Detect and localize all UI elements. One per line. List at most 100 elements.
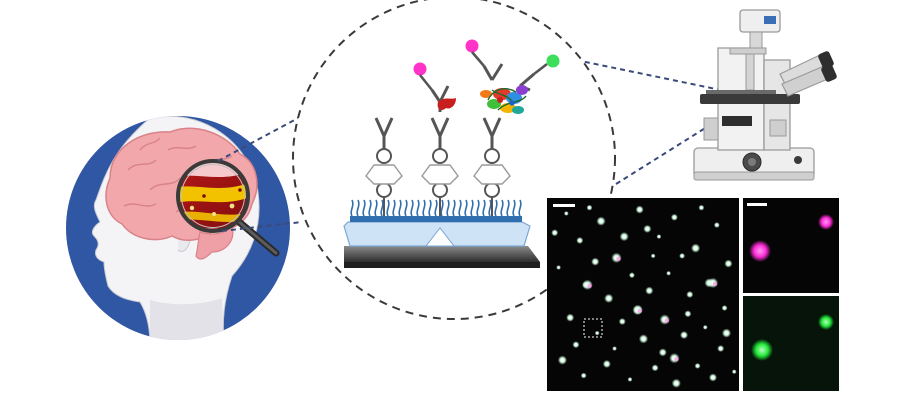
- surface-linker: [434, 199, 438, 217]
- magenta-spot-small: [818, 214, 834, 230]
- surface-linker: [518, 199, 522, 217]
- surface-linker: [368, 199, 372, 217]
- fluorescent-spot: [604, 293, 614, 303]
- surface-linker: [464, 199, 468, 217]
- fluorescent-spot: [566, 313, 575, 322]
- linker-ring-lower: [432, 182, 448, 198]
- dye-green: [546, 54, 560, 68]
- fluorescent-spot: [643, 224, 652, 233]
- fluorescent-spot: [658, 348, 667, 357]
- fluorescent-spot: [612, 346, 617, 351]
- detection-complex-right: [465, 39, 560, 114]
- fluorescence-panel: [547, 198, 839, 391]
- connector-head-to-assay-bottom: [221, 221, 303, 232]
- magenta-spot-large: [749, 240, 771, 262]
- surface-linker: [446, 199, 450, 217]
- colocalized-magenta-tint: [712, 281, 718, 287]
- assay-zoom-panel: [292, 0, 616, 320]
- capture-column-1: [365, 117, 403, 216]
- connector-head-to-assay-top: [217, 115, 303, 162]
- fluorescent-spot: [628, 272, 635, 279]
- fluorescent-spot: [666, 270, 671, 276]
- fluorescent-spot: [679, 330, 689, 340]
- surface-layer: [350, 216, 522, 222]
- green-spot-small: [818, 314, 834, 330]
- fluorescent-spot: [679, 252, 686, 259]
- surface-linker: [392, 199, 396, 217]
- surface-linker: [500, 199, 504, 217]
- fluorescent-spot: [645, 286, 654, 295]
- colocalized-magenta-tint: [637, 308, 642, 314]
- capture-antibody: [374, 117, 394, 149]
- fluorescent-spot: [686, 291, 694, 298]
- surface-linker: [380, 199, 384, 217]
- surface-linker: [422, 199, 426, 217]
- connector-assay-to-microscope-top: [575, 59, 741, 95]
- fluorescent-spot: [586, 204, 593, 211]
- streptavidin-hexagon: [365, 164, 403, 185]
- surface-linker: [470, 199, 474, 217]
- colocalized-magenta-tint: [664, 318, 669, 323]
- fluorescent-spot: [650, 253, 656, 259]
- linker-ring-upper: [432, 148, 448, 164]
- linker-ring-upper: [376, 148, 392, 164]
- surface-linker: [374, 199, 378, 217]
- fluorescent-spot: [563, 211, 569, 216]
- fluorescent-spot: [721, 328, 732, 338]
- dye-magenta-left: [413, 62, 427, 76]
- surface-linker: [458, 199, 462, 217]
- zoom-connector-lines: [217, 59, 741, 232]
- fluorescent-spot: [721, 305, 728, 311]
- linker-ring-upper: [484, 148, 500, 164]
- streptavidin-hexagon: [473, 164, 511, 185]
- surface-linker: [362, 199, 366, 217]
- inset-scale-bar: [747, 203, 767, 206]
- fluorescent-spot: [671, 378, 681, 388]
- fluorescent-spot: [684, 310, 692, 318]
- surface-linker-brush: [350, 199, 522, 217]
- magnifier-lens-rim: [176, 159, 250, 233]
- fluorescent-spot: [713, 222, 720, 228]
- surface-linker: [482, 199, 486, 217]
- surface-linker: [350, 199, 354, 217]
- surface-linker: [452, 199, 456, 217]
- surface-linker: [494, 199, 498, 217]
- capture-antibody: [482, 117, 502, 149]
- fluorescent-spot: [580, 372, 587, 379]
- capture-column-3: [473, 117, 511, 216]
- surface-linker: [404, 199, 408, 217]
- surface-linker: [410, 199, 414, 217]
- fluorescence-spots: [551, 204, 737, 388]
- fluorescent-spot: [594, 330, 600, 336]
- surface-linker: [512, 199, 516, 217]
- head-panel: [66, 116, 290, 340]
- fluorescent-spot: [638, 334, 649, 344]
- prism-notch: [424, 227, 456, 247]
- linker-ring-lower: [484, 182, 500, 198]
- dye-magenta-right: [465, 39, 479, 53]
- zoom-selection-box: [583, 318, 603, 338]
- fluorescent-spot: [651, 364, 659, 372]
- streptavidin-hexagon: [421, 164, 459, 185]
- surface-linker: [488, 199, 492, 217]
- capture-antibody: [430, 117, 450, 149]
- fluorescent-spot: [556, 265, 561, 270]
- fluorescent-spot: [691, 243, 701, 253]
- magnifier: [176, 159, 280, 257]
- colocalized-magenta-tint: [674, 356, 679, 362]
- fluorescence-overview-image: [547, 198, 740, 391]
- fluorescent-spot: [591, 257, 600, 266]
- fluorescent-spot: [698, 204, 705, 211]
- fluorescent-spot: [619, 232, 629, 242]
- fluorescent-spot: [572, 341, 580, 349]
- colocalized-magenta-tint: [616, 256, 621, 262]
- target-protein-small: [437, 98, 456, 110]
- fluorescent-spot: [670, 213, 678, 221]
- inverted-microscope: [693, 9, 837, 181]
- capture-column-2: [421, 117, 459, 216]
- fluorescent-spot: [708, 373, 718, 382]
- fluorescent-spot: [702, 324, 708, 330]
- linker-ring-lower: [376, 182, 392, 198]
- surface-linker: [416, 199, 420, 217]
